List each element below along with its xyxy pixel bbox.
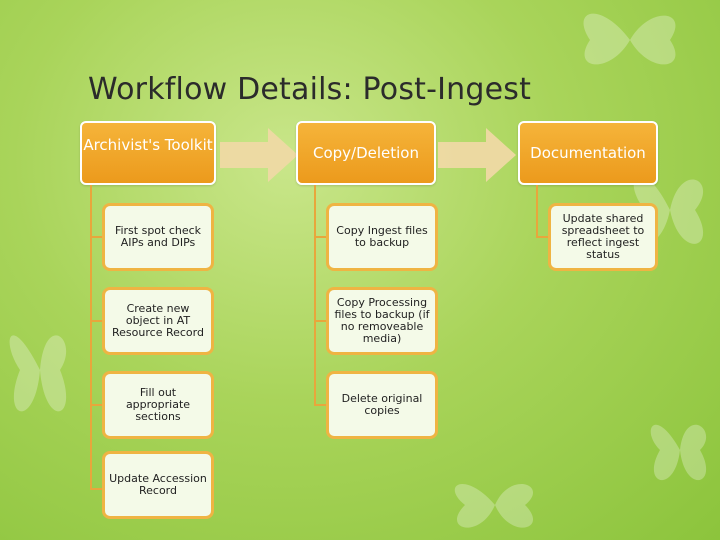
step-box: Create new object in AT Resource Record bbox=[102, 287, 214, 355]
connector-line bbox=[90, 488, 102, 490]
connector-line bbox=[90, 320, 102, 322]
step-box: Delete original copies bbox=[326, 371, 438, 439]
connector-line bbox=[90, 404, 102, 406]
butterfly-decoration bbox=[9, 335, 67, 412]
step-box: First spot check AIPs and DIPs bbox=[102, 203, 214, 271]
step-box: Update shared spreadsheet to reflect ing… bbox=[548, 203, 658, 271]
header-copy-deletion: Copy/Deletion bbox=[296, 121, 436, 185]
step-box: Copy Processing files to backup (if no r… bbox=[326, 287, 438, 355]
page-title: Workflow Details: Post-Ingest bbox=[88, 72, 532, 107]
connector-line bbox=[90, 185, 92, 489]
step-box: Copy Ingest files to backup bbox=[326, 203, 438, 271]
arrow-right-icon bbox=[438, 128, 516, 182]
connector-line bbox=[314, 320, 326, 322]
butterfly-decoration bbox=[583, 13, 676, 65]
connector-line bbox=[314, 185, 316, 405]
connector-line bbox=[314, 404, 326, 406]
butterfly-decoration bbox=[650, 424, 707, 481]
connector-line bbox=[90, 236, 102, 238]
butterfly-decoration bbox=[454, 484, 534, 528]
connector-line bbox=[314, 236, 326, 238]
step-box: Update Accession Record bbox=[102, 451, 214, 519]
connector-line bbox=[536, 185, 538, 237]
header-archivists-toolkit: Archivist's Toolkit bbox=[80, 121, 216, 185]
arrow-right-icon bbox=[220, 128, 298, 182]
step-box: Fill out appropriate sections bbox=[102, 371, 214, 439]
connector-line bbox=[536, 236, 548, 238]
header-documentation: Documentation bbox=[518, 121, 658, 185]
